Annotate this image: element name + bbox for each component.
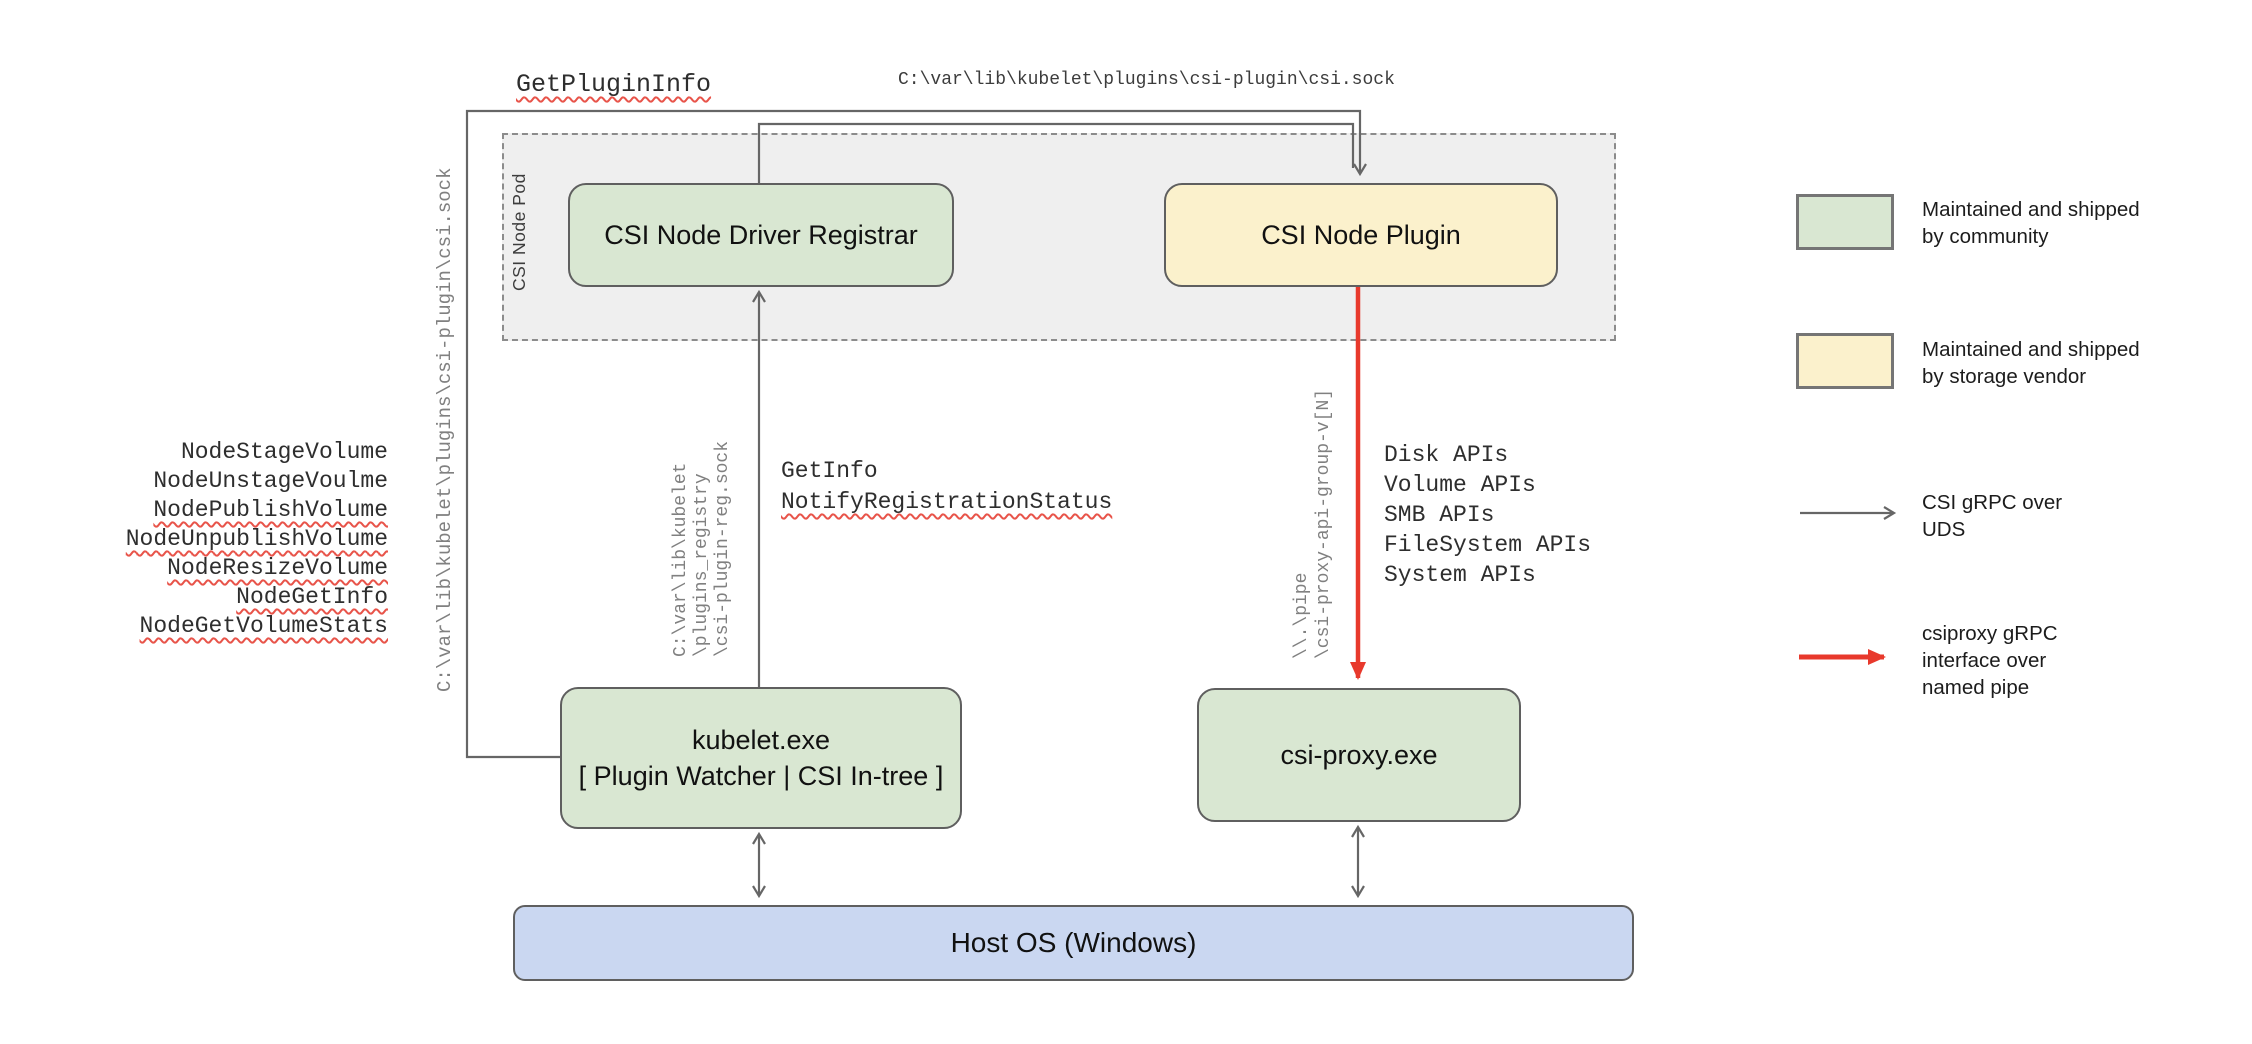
plugin-registry-sock-path-label: C:\var\lib\kubelet \plugins_registry \cs… [671, 440, 733, 657]
node-rpc-item: NodeGetInfo [236, 584, 388, 610]
legend-community-swatch [1796, 194, 1894, 250]
node-rpc-item: NodeGetVolumeStats [139, 613, 388, 639]
csi-node-plugin-label: CSI Node Plugin [1261, 220, 1461, 250]
csi-node-plugin-box: CSI Node Plugin [1164, 183, 1558, 287]
csi-proxy-box: csi-proxy.exe [1197, 688, 1521, 822]
proxy-api-item: FileSystem APIs [1384, 532, 1592, 558]
kubelet-box: kubelet.exe [ Plugin Watcher | CSI In-tr… [560, 687, 962, 829]
legend-uds-label: CSI gRPC over UDS [1922, 491, 2063, 541]
node-rpc-list: NodeStageVolume NodeUnstageVoulme NodePu… [60, 438, 388, 641]
node-rpc-item: NodeUnstageVoulme [153, 468, 388, 494]
csi-sock-path-left-label: C:\var\lib\kubelet\plugins\csi-plugin\cs… [434, 167, 456, 693]
node-rpc-item: NodeStageVolume [180, 439, 388, 465]
proxy-api-item: Disk APIs [1384, 442, 1509, 468]
node-rpc-item: NodeResizeVolume [167, 555, 388, 581]
host-os-box: Host OS (Windows) [513, 905, 1634, 981]
host-os-label: Host OS (Windows) [950, 927, 1197, 958]
legend-vendor-swatch [1796, 333, 1894, 389]
proxy-api-list: Disk APIs Volume APIs SMB APIs FileSyste… [1384, 440, 1591, 590]
csi-node-driver-registrar-box: CSI Node Driver Registrar [568, 183, 954, 287]
legend-vendor-label: Maintained and shipped by storage vendor [1922, 338, 2140, 388]
node-rpc-item: NodePublishVolume [153, 497, 388, 523]
node-rpc-item: NodeUnpublishVolume [125, 526, 388, 552]
get-info-label: GetInfo [781, 458, 878, 484]
proxy-api-item: Volume APIs [1384, 472, 1536, 498]
csi-node-driver-registrar-label: CSI Node Driver Registrar [604, 220, 918, 250]
get-plugin-info-label: GetPluginInfo [516, 70, 712, 99]
proxy-api-item: SMB APIs [1384, 502, 1495, 528]
proxy-api-item: System APIs [1384, 562, 1536, 588]
legend-community-label: Maintained and shipped by community [1922, 198, 2140, 248]
named-pipe-path-label: \\.\pipe \csi-proxy-api-group-v[N] [1292, 388, 1334, 659]
registration-rpcs: GetInfo NotifyRegistrationStatus [781, 456, 1112, 518]
notify-registration-status-label: NotifyRegistrationStatus [781, 489, 1113, 515]
csi-proxy-label: csi-proxy.exe [1280, 740, 1438, 770]
kubelet-label: kubelet.exe [ Plugin Watcher | CSI In-tr… [578, 725, 944, 791]
csi-node-pod-label: CSI Node Pod [509, 173, 529, 291]
legend-namedpipe-label: csiproxy gRPC interface over named pipe [1922, 622, 2058, 699]
csi-sock-path-top-label: C:\var\lib\kubelet\plugins\csi-plugin\cs… [898, 70, 1395, 90]
